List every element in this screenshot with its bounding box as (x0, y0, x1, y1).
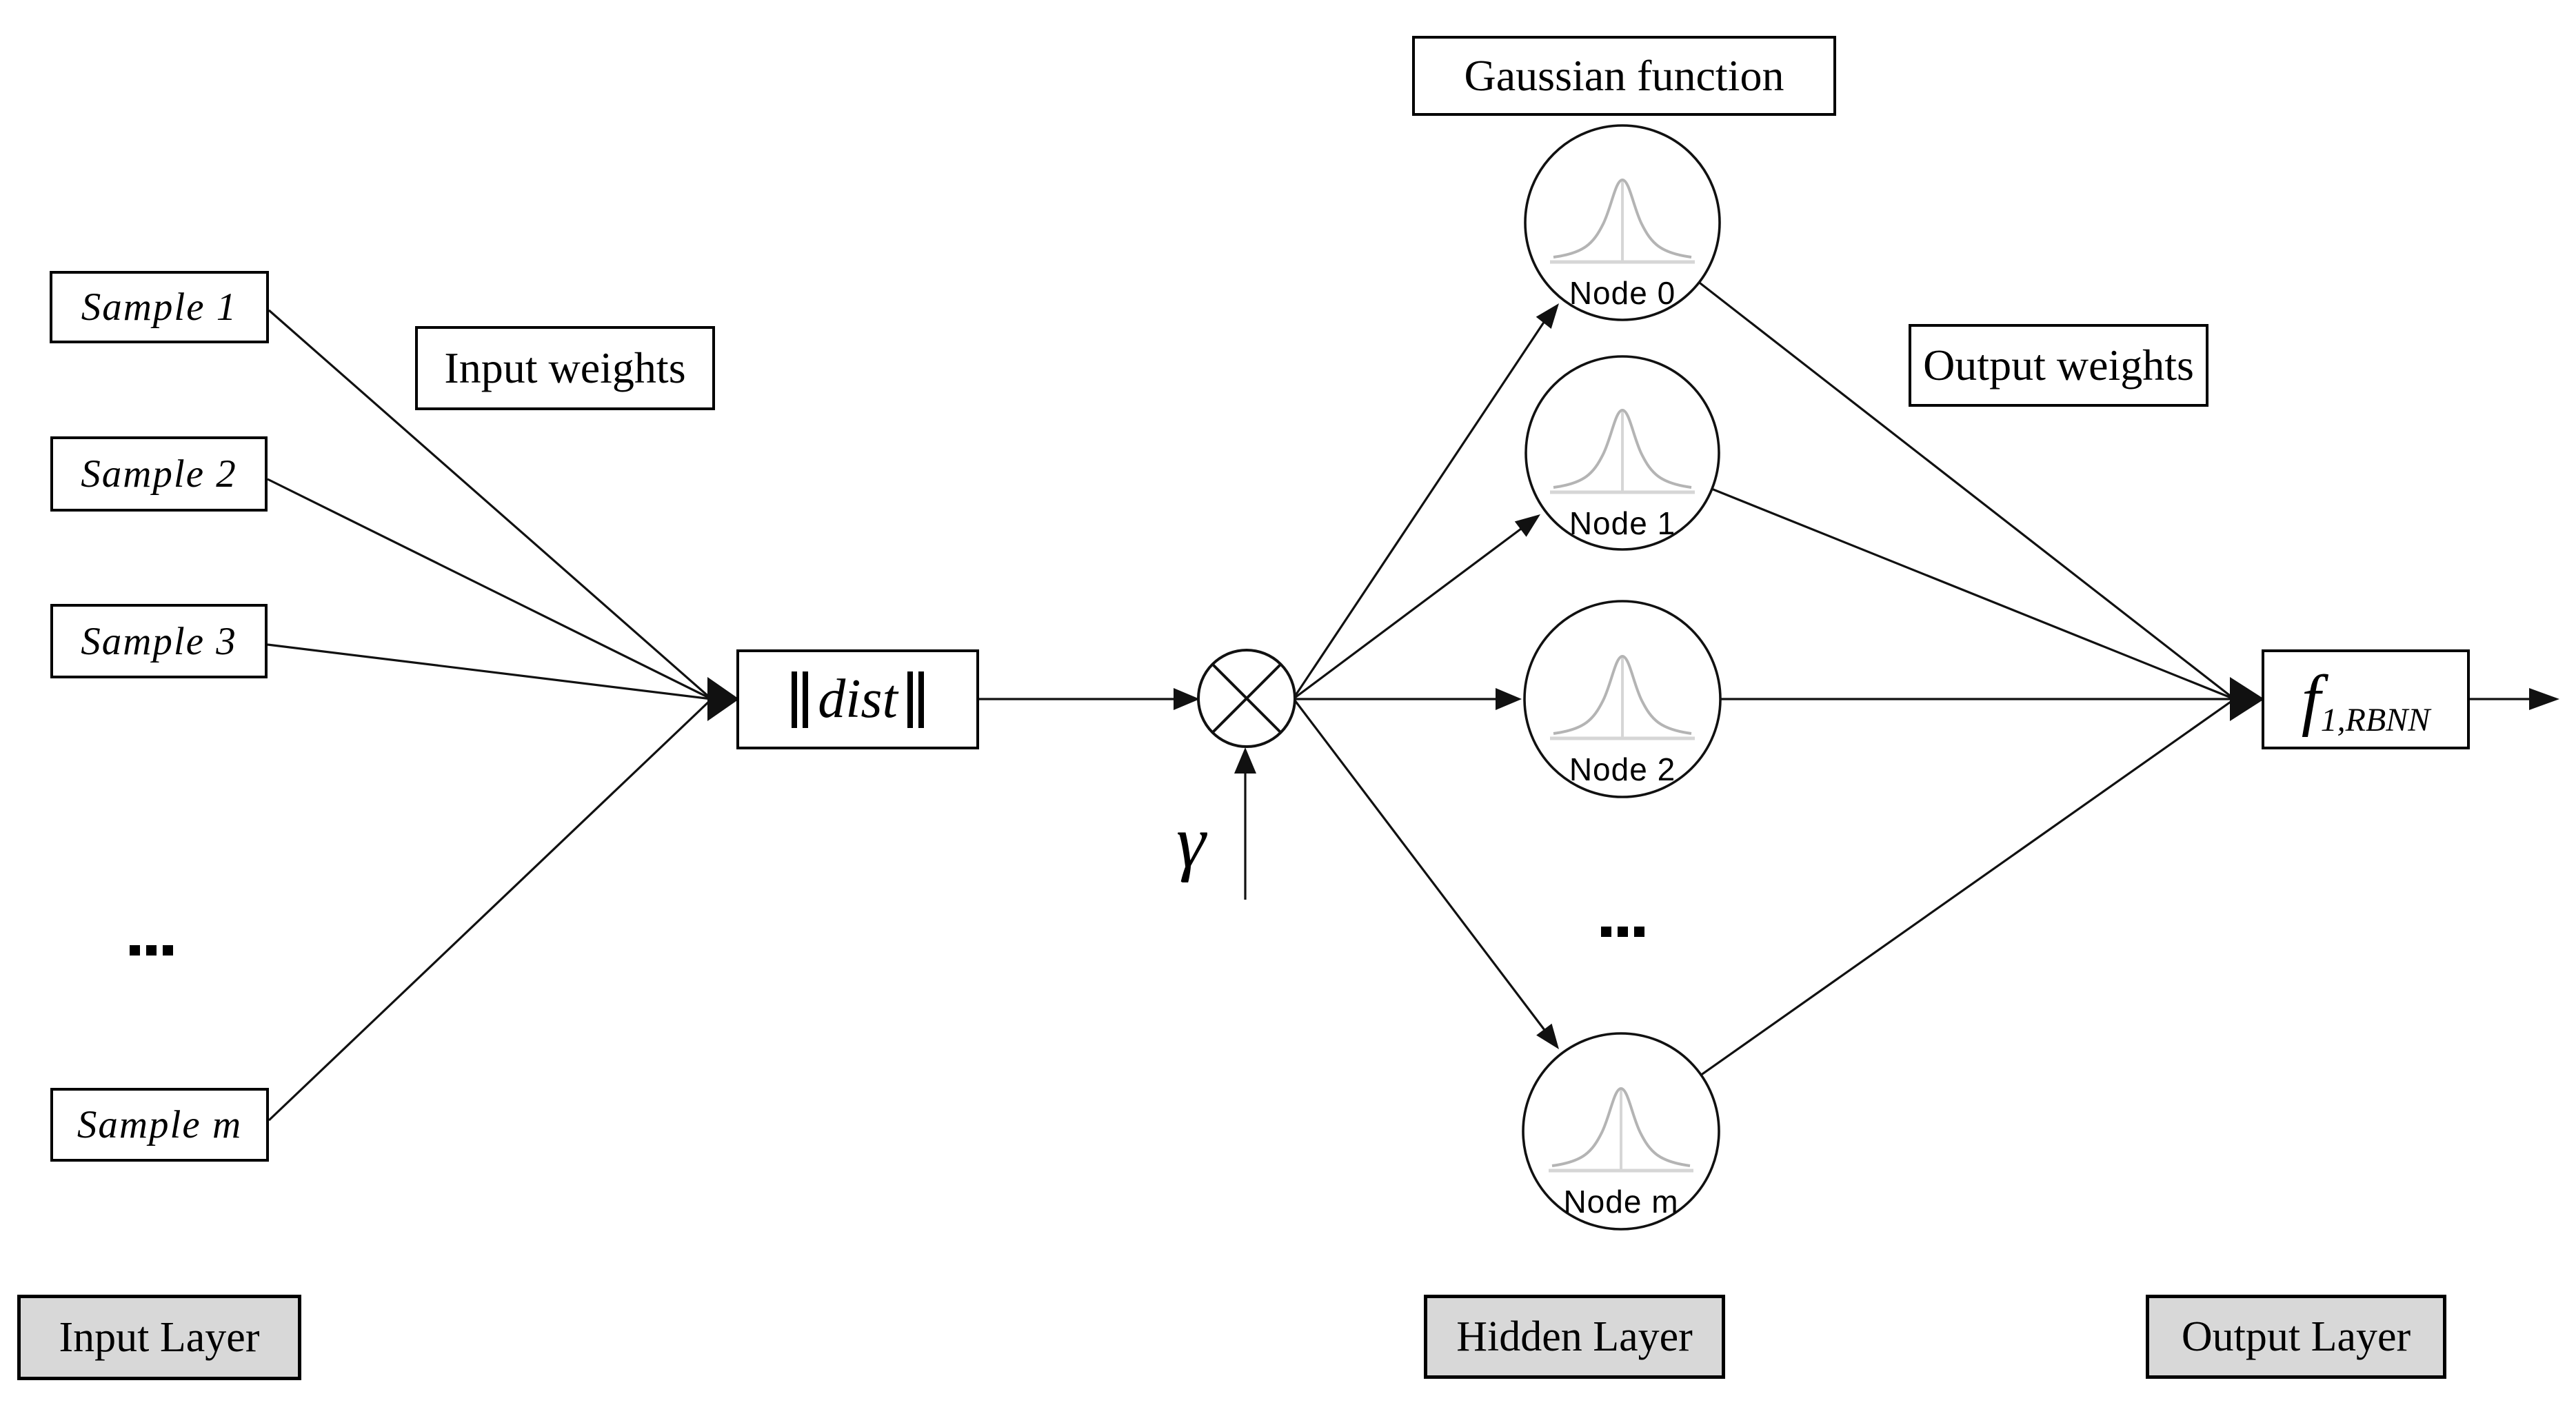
gaussian-function-box: Gaussian function (1412, 36, 1836, 116)
edge-sample1-dist (268, 309, 713, 700)
multiply-node (1197, 649, 1296, 748)
norm-bars-right-icon (907, 671, 924, 728)
gaussian-curve-icon (1550, 408, 1695, 494)
arrowhead-into-dist (707, 677, 739, 721)
arrowhead-node0 (1536, 303, 1559, 329)
output-weights-label: Output weights (1923, 341, 2194, 390)
sample-3-box: Sample 3 (50, 604, 268, 678)
hidden-node-m (1522, 1032, 1720, 1231)
gaussian-function-label: Gaussian function (1464, 51, 1784, 100)
node-1-label: Node 1 (1569, 505, 1676, 541)
hidden-node-0 (1524, 124, 1721, 321)
edge-samplem-dist (268, 698, 713, 1122)
edge-node1-output (1622, 452, 2233, 700)
edge-multiply-nodem (1294, 700, 1546, 1031)
hidden-layer-label: Hidden Layer (1456, 1313, 1693, 1360)
sample-1-label: Sample 1 (81, 285, 238, 329)
dist-box: dist (736, 649, 979, 749)
gamma-label: γ (1176, 801, 1206, 883)
node-0-label: Node 0 (1569, 275, 1676, 311)
arrowhead-node1 (1514, 514, 1540, 537)
edge-sample2-dist (267, 478, 712, 700)
sample-2-label: Sample 2 (81, 452, 237, 496)
gaussian-curve-icon (1550, 178, 1695, 264)
input-layer-box: Input Layer (17, 1295, 301, 1380)
edge-sample3-dist (267, 643, 712, 700)
output-f-label: f (2301, 660, 2321, 738)
output-layer-box: Output Layer (2146, 1295, 2446, 1379)
arrowhead-into-output (2230, 677, 2264, 721)
hidden-node-1 (1525, 355, 1720, 551)
norm-bars-left-icon (792, 671, 809, 728)
sample-m-label: Sample m (77, 1103, 243, 1146)
sample-2-box: Sample 2 (50, 436, 268, 512)
ellipsis-input-icon (130, 945, 173, 956)
arrowhead-nodem (1536, 1023, 1559, 1049)
hidden-layer-box: Hidden Layer (1424, 1295, 1725, 1379)
edge-multiply-node1 (1294, 527, 1522, 699)
edge-nodem-output (1620, 699, 2233, 1133)
ellipsis-hidden-icon (1601, 927, 1644, 937)
input-weights-box: Input weights (415, 326, 715, 410)
output-layer-label: Output Layer (2181, 1313, 2411, 1360)
output-weights-box: Output weights (1909, 324, 2208, 407)
edge-node0-output (1622, 221, 2233, 699)
arrowhead-gamma (1234, 747, 1256, 774)
node-2-label: Node 2 (1569, 751, 1676, 787)
sample-m-box: Sample m (50, 1088, 269, 1162)
input-layer-label: Input Layer (59, 1313, 260, 1361)
gaussian-curve-icon (1550, 654, 1695, 740)
edge-multiply-node0 (1294, 321, 1546, 697)
sample-3-label: Sample 3 (81, 619, 237, 663)
arrowhead-node2 (1496, 688, 1522, 710)
output-f-subscript: 1,RBNN (2320, 702, 2431, 738)
arrowhead-final-out (2529, 688, 2559, 710)
arrowhead-into-multiply (1174, 688, 1200, 710)
sample-1-box: Sample 1 (50, 271, 269, 343)
node-m-label: Node m (1563, 1184, 1679, 1220)
gaussian-curve-icon (1549, 1086, 1693, 1173)
input-weights-label: Input weights (444, 343, 686, 392)
dist-label: dist (818, 669, 898, 729)
hidden-node-2 (1523, 600, 1722, 798)
